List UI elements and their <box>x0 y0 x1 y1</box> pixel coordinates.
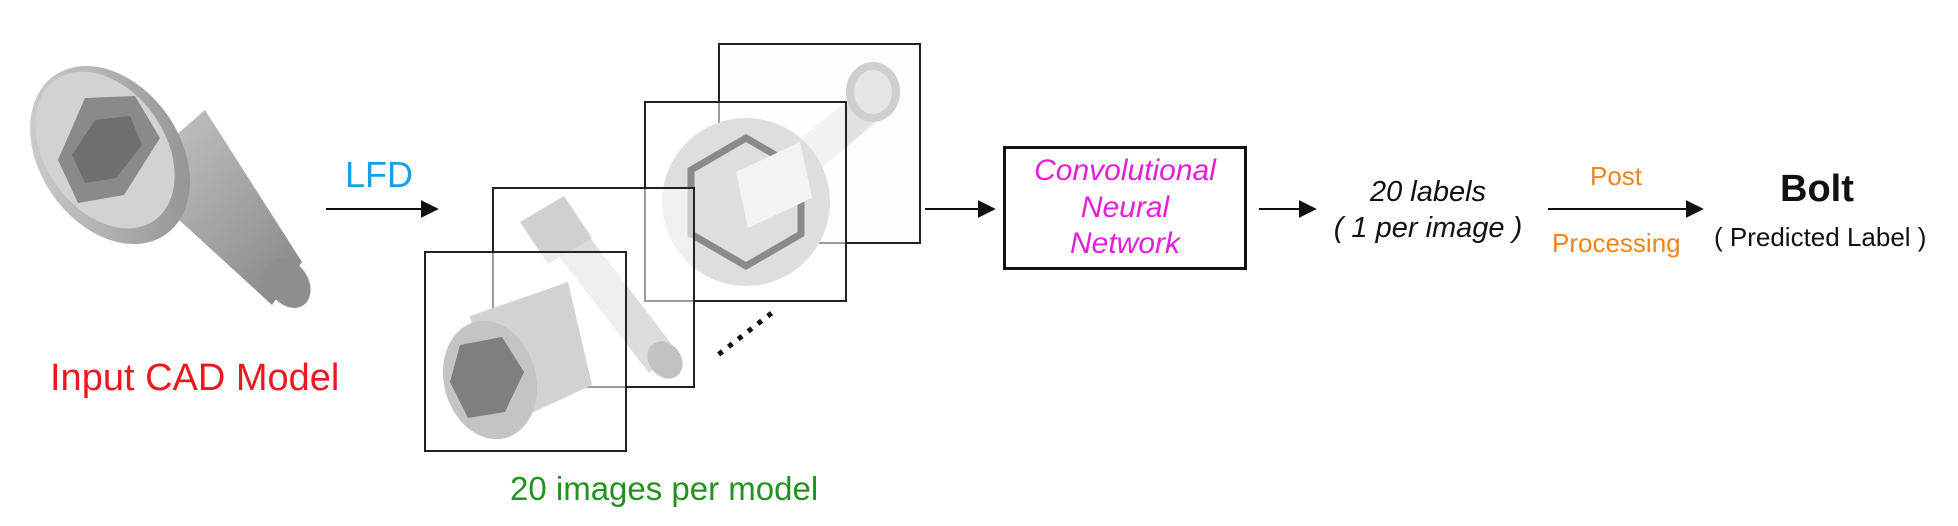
cnn-label-line3: Network <box>1069 227 1181 261</box>
lfd-label: LFD <box>345 154 414 195</box>
predicted-label-caption: ( Predicted Label ) <box>1714 222 1927 252</box>
predicted-label-bolt: Bolt <box>1780 168 1854 210</box>
cnn-label-line1: Convolutional <box>1034 154 1216 188</box>
rendered-views-stack <box>424 43 921 452</box>
cnn-label-line2: Neural <box>1080 190 1170 224</box>
view-frame-1 <box>424 251 627 452</box>
input-cad-model-label: Input CAD Model <box>50 357 340 399</box>
labels-output-text: 20 labels ( 1 per image ) <box>1318 174 1538 247</box>
labels-line2: ( 1 per image ) <box>1333 212 1523 245</box>
view-frame-3 <box>644 101 847 302</box>
images-per-model-label: 20 images per model <box>510 470 819 507</box>
cad-model-bolt-icon <box>30 65 311 308</box>
post-label: Post <box>1590 161 1643 191</box>
labels-line1: 20 labels <box>1369 176 1487 208</box>
cnn-box: Convolutional Neural Network <box>1003 146 1247 270</box>
processing-label: Processing <box>1552 228 1681 258</box>
